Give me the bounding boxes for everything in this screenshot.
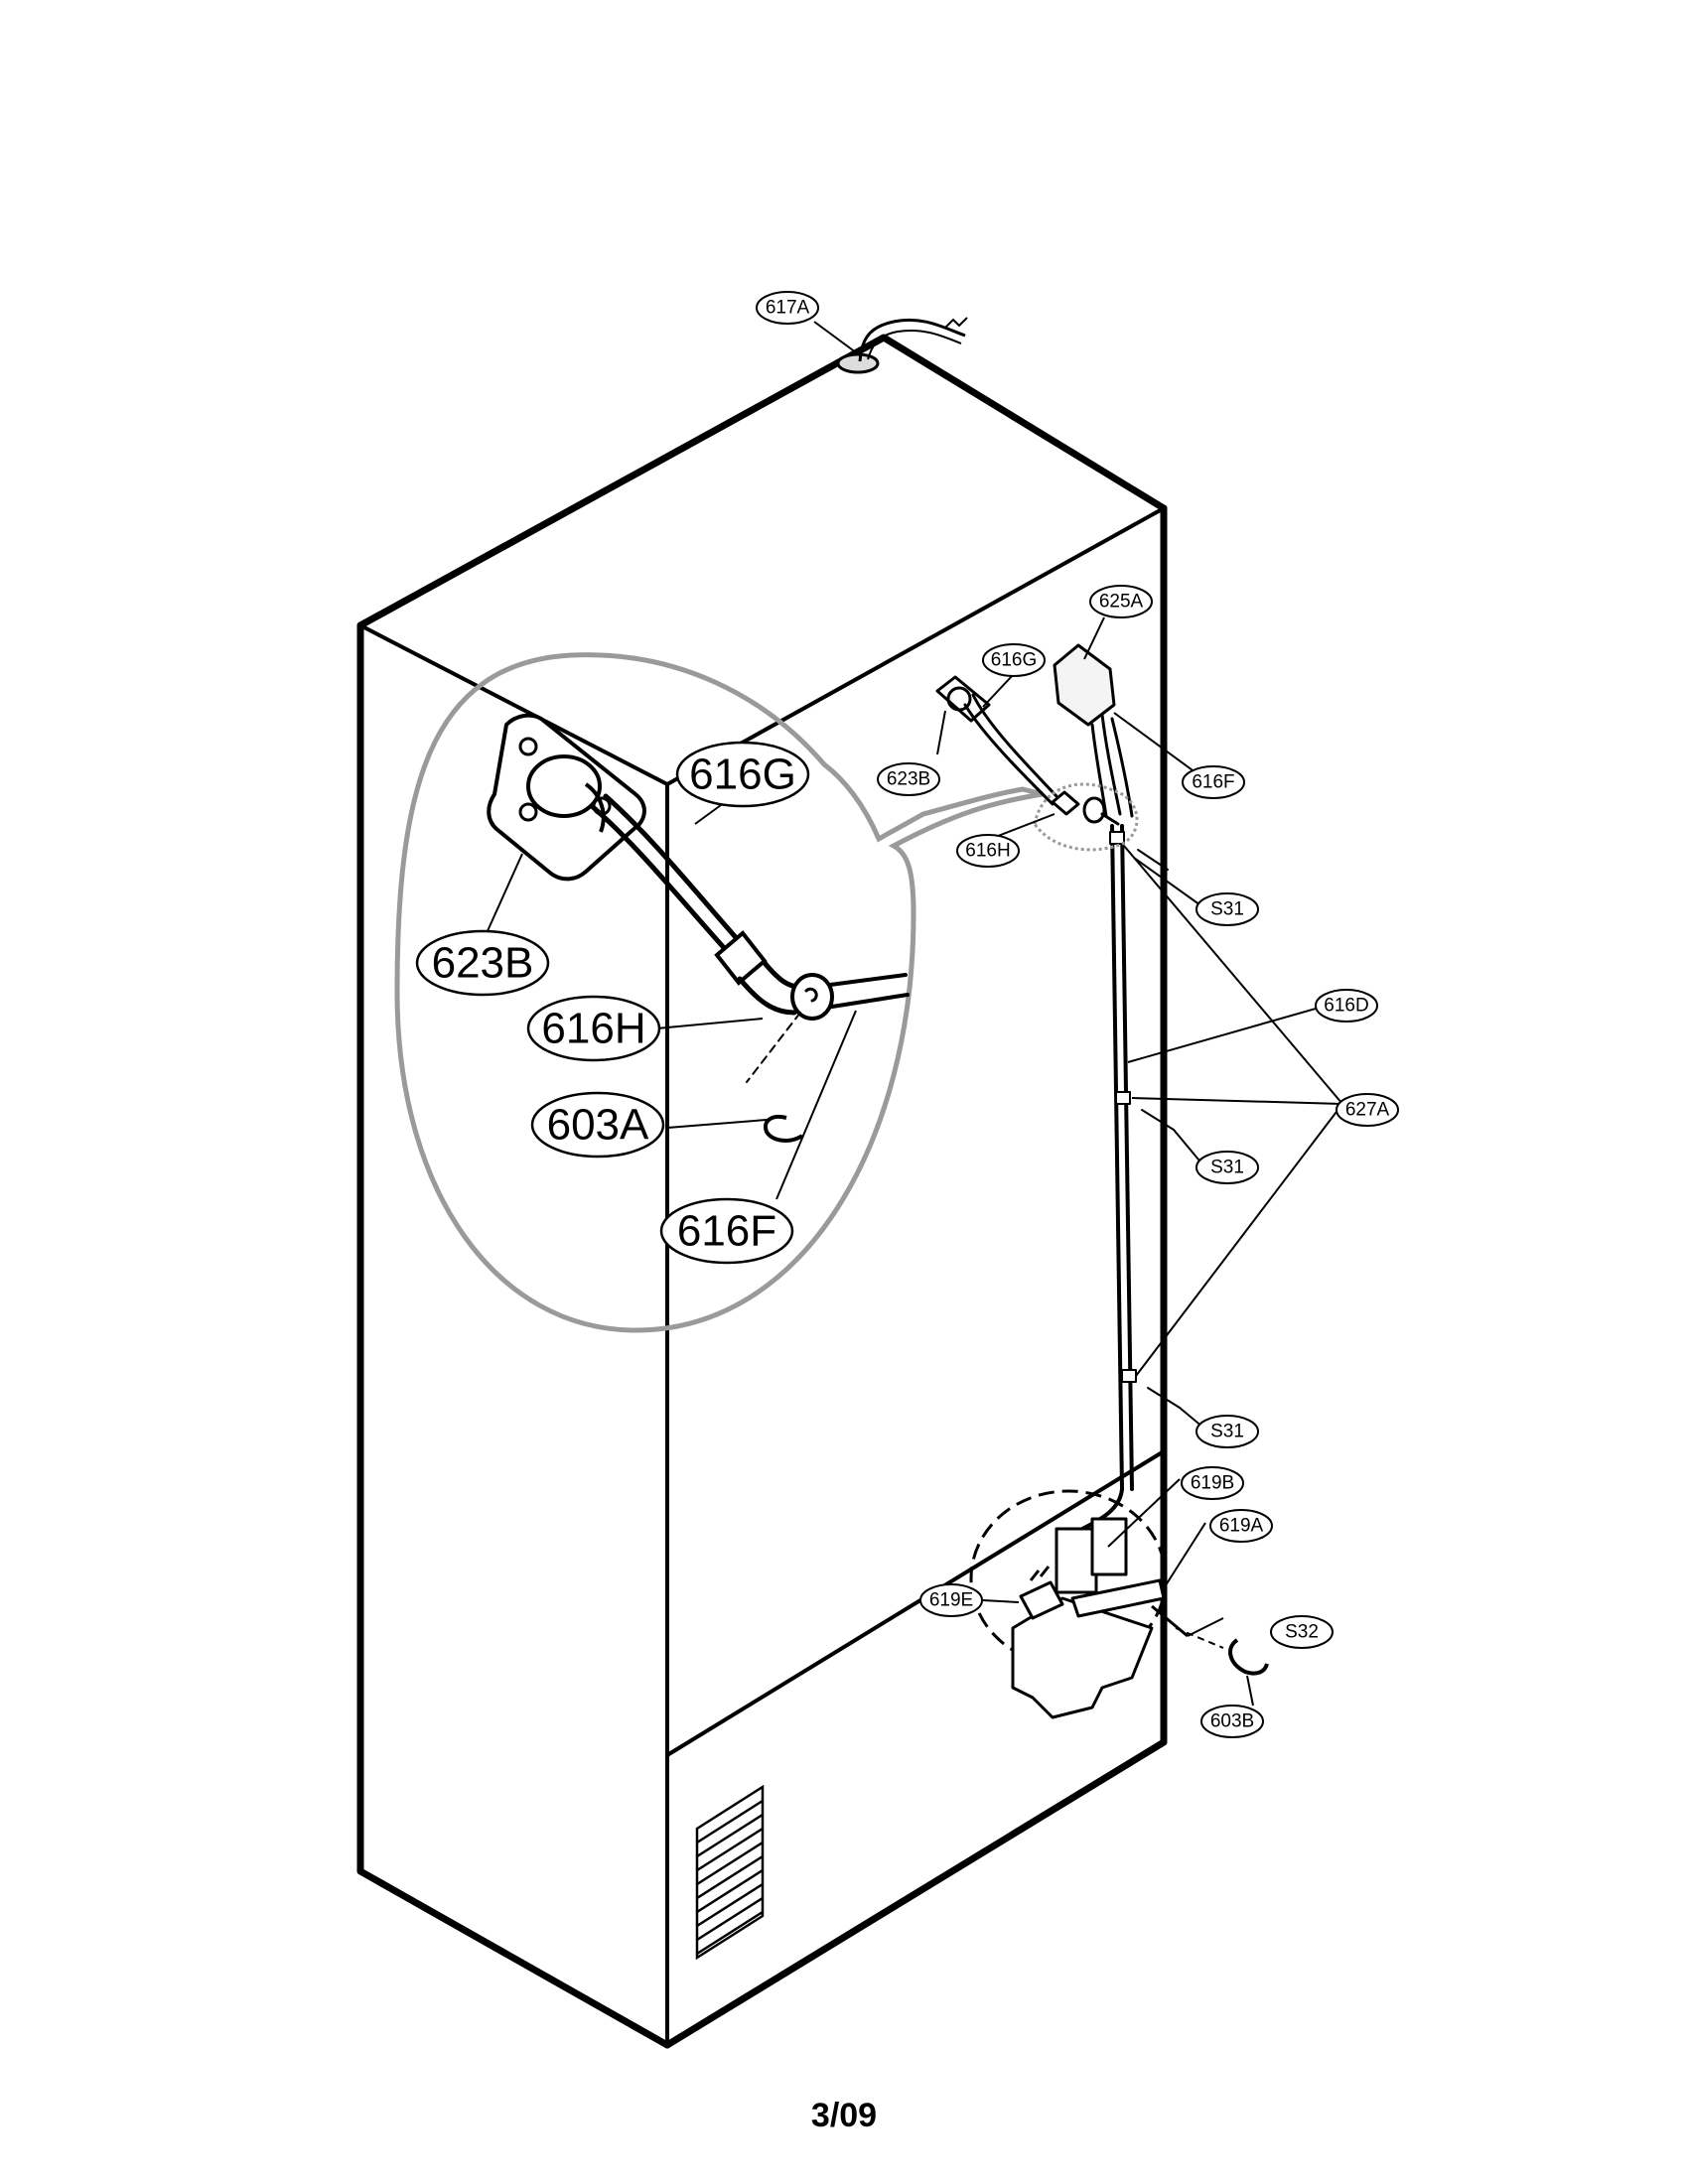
svg-text:623B: 623B — [432, 939, 534, 988]
svg-text:623B: 623B — [887, 769, 930, 790]
callout-619e: 619E — [919, 1583, 983, 1617]
callout-leader-lines — [813, 321, 1343, 1706]
callout-616h: 616H — [956, 834, 1020, 868]
svg-text:S31: S31 — [1210, 1422, 1244, 1442]
bottom-valve-bracket — [1011, 1517, 1224, 1719]
callout-616g: 616G — [982, 643, 1046, 677]
svg-text:616H: 616H — [541, 1005, 645, 1053]
svg-text:627A: 627A — [1345, 1100, 1390, 1121]
detail-magnification-bubble — [394, 652, 1044, 1333]
detail-label-623b: 623B — [415, 929, 550, 997]
power-cord-grommet — [836, 317, 968, 374]
callout-s31-lower: S31 — [1196, 1415, 1259, 1448]
callout-625a: 625A — [1089, 585, 1153, 618]
callout-s31-upper: S31 — [1196, 892, 1259, 926]
svg-text:616F: 616F — [677, 1207, 776, 1256]
svg-text:616F: 616F — [1192, 772, 1234, 793]
callout-627a: 627A — [1336, 1093, 1399, 1127]
svg-text:619A: 619A — [1219, 1516, 1264, 1537]
svg-text:616G: 616G — [689, 751, 796, 799]
callout-619b: 619B — [1181, 1466, 1244, 1500]
svg-text:625A: 625A — [1099, 592, 1144, 613]
vent-grille — [695, 1784, 765, 1961]
snap-ring-603b — [1228, 1638, 1269, 1676]
svg-text:603A: 603A — [547, 1101, 649, 1150]
callout-617a: 617A — [756, 291, 819, 325]
detail-label-616f: 616F — [659, 1197, 794, 1265]
detail-label-603a: 603A — [530, 1091, 665, 1159]
svg-text:617A: 617A — [766, 298, 810, 319]
detail-mounting-plate — [487, 713, 646, 882]
callout-s31-middle: S31 — [1196, 1151, 1259, 1184]
callout-603b: 603B — [1200, 1705, 1264, 1738]
refrigerator-cabinet — [356, 334, 1168, 2049]
svg-text:603B: 603B — [1210, 1711, 1254, 1732]
svg-text:S31: S31 — [1210, 1158, 1244, 1178]
svg-text:S31: S31 — [1210, 899, 1244, 920]
detail-snap-ring — [764, 1115, 804, 1143]
svg-text:616G: 616G — [991, 650, 1037, 671]
water-valve-assembly — [935, 643, 1181, 1531]
callout-623b: 623B — [877, 762, 940, 796]
svg-text:619B: 619B — [1191, 1473, 1234, 1494]
callout-619a: 619A — [1209, 1509, 1273, 1543]
svg-text:S32: S32 — [1285, 1622, 1319, 1643]
detail-water-tube — [589, 793, 910, 1083]
svg-text:616D: 616D — [1324, 996, 1368, 1017]
callout-616f: 616F — [1182, 765, 1245, 799]
detail-label-616g: 616G — [675, 741, 810, 808]
page-number: 3/09 — [810, 2097, 878, 2134]
detail-label-616h: 616H — [526, 995, 661, 1062]
svg-text:619E: 619E — [929, 1590, 973, 1611]
callout-s32: S32 — [1270, 1615, 1334, 1649]
callout-616d: 616D — [1315, 989, 1378, 1023]
svg-text:616H: 616H — [965, 841, 1010, 862]
